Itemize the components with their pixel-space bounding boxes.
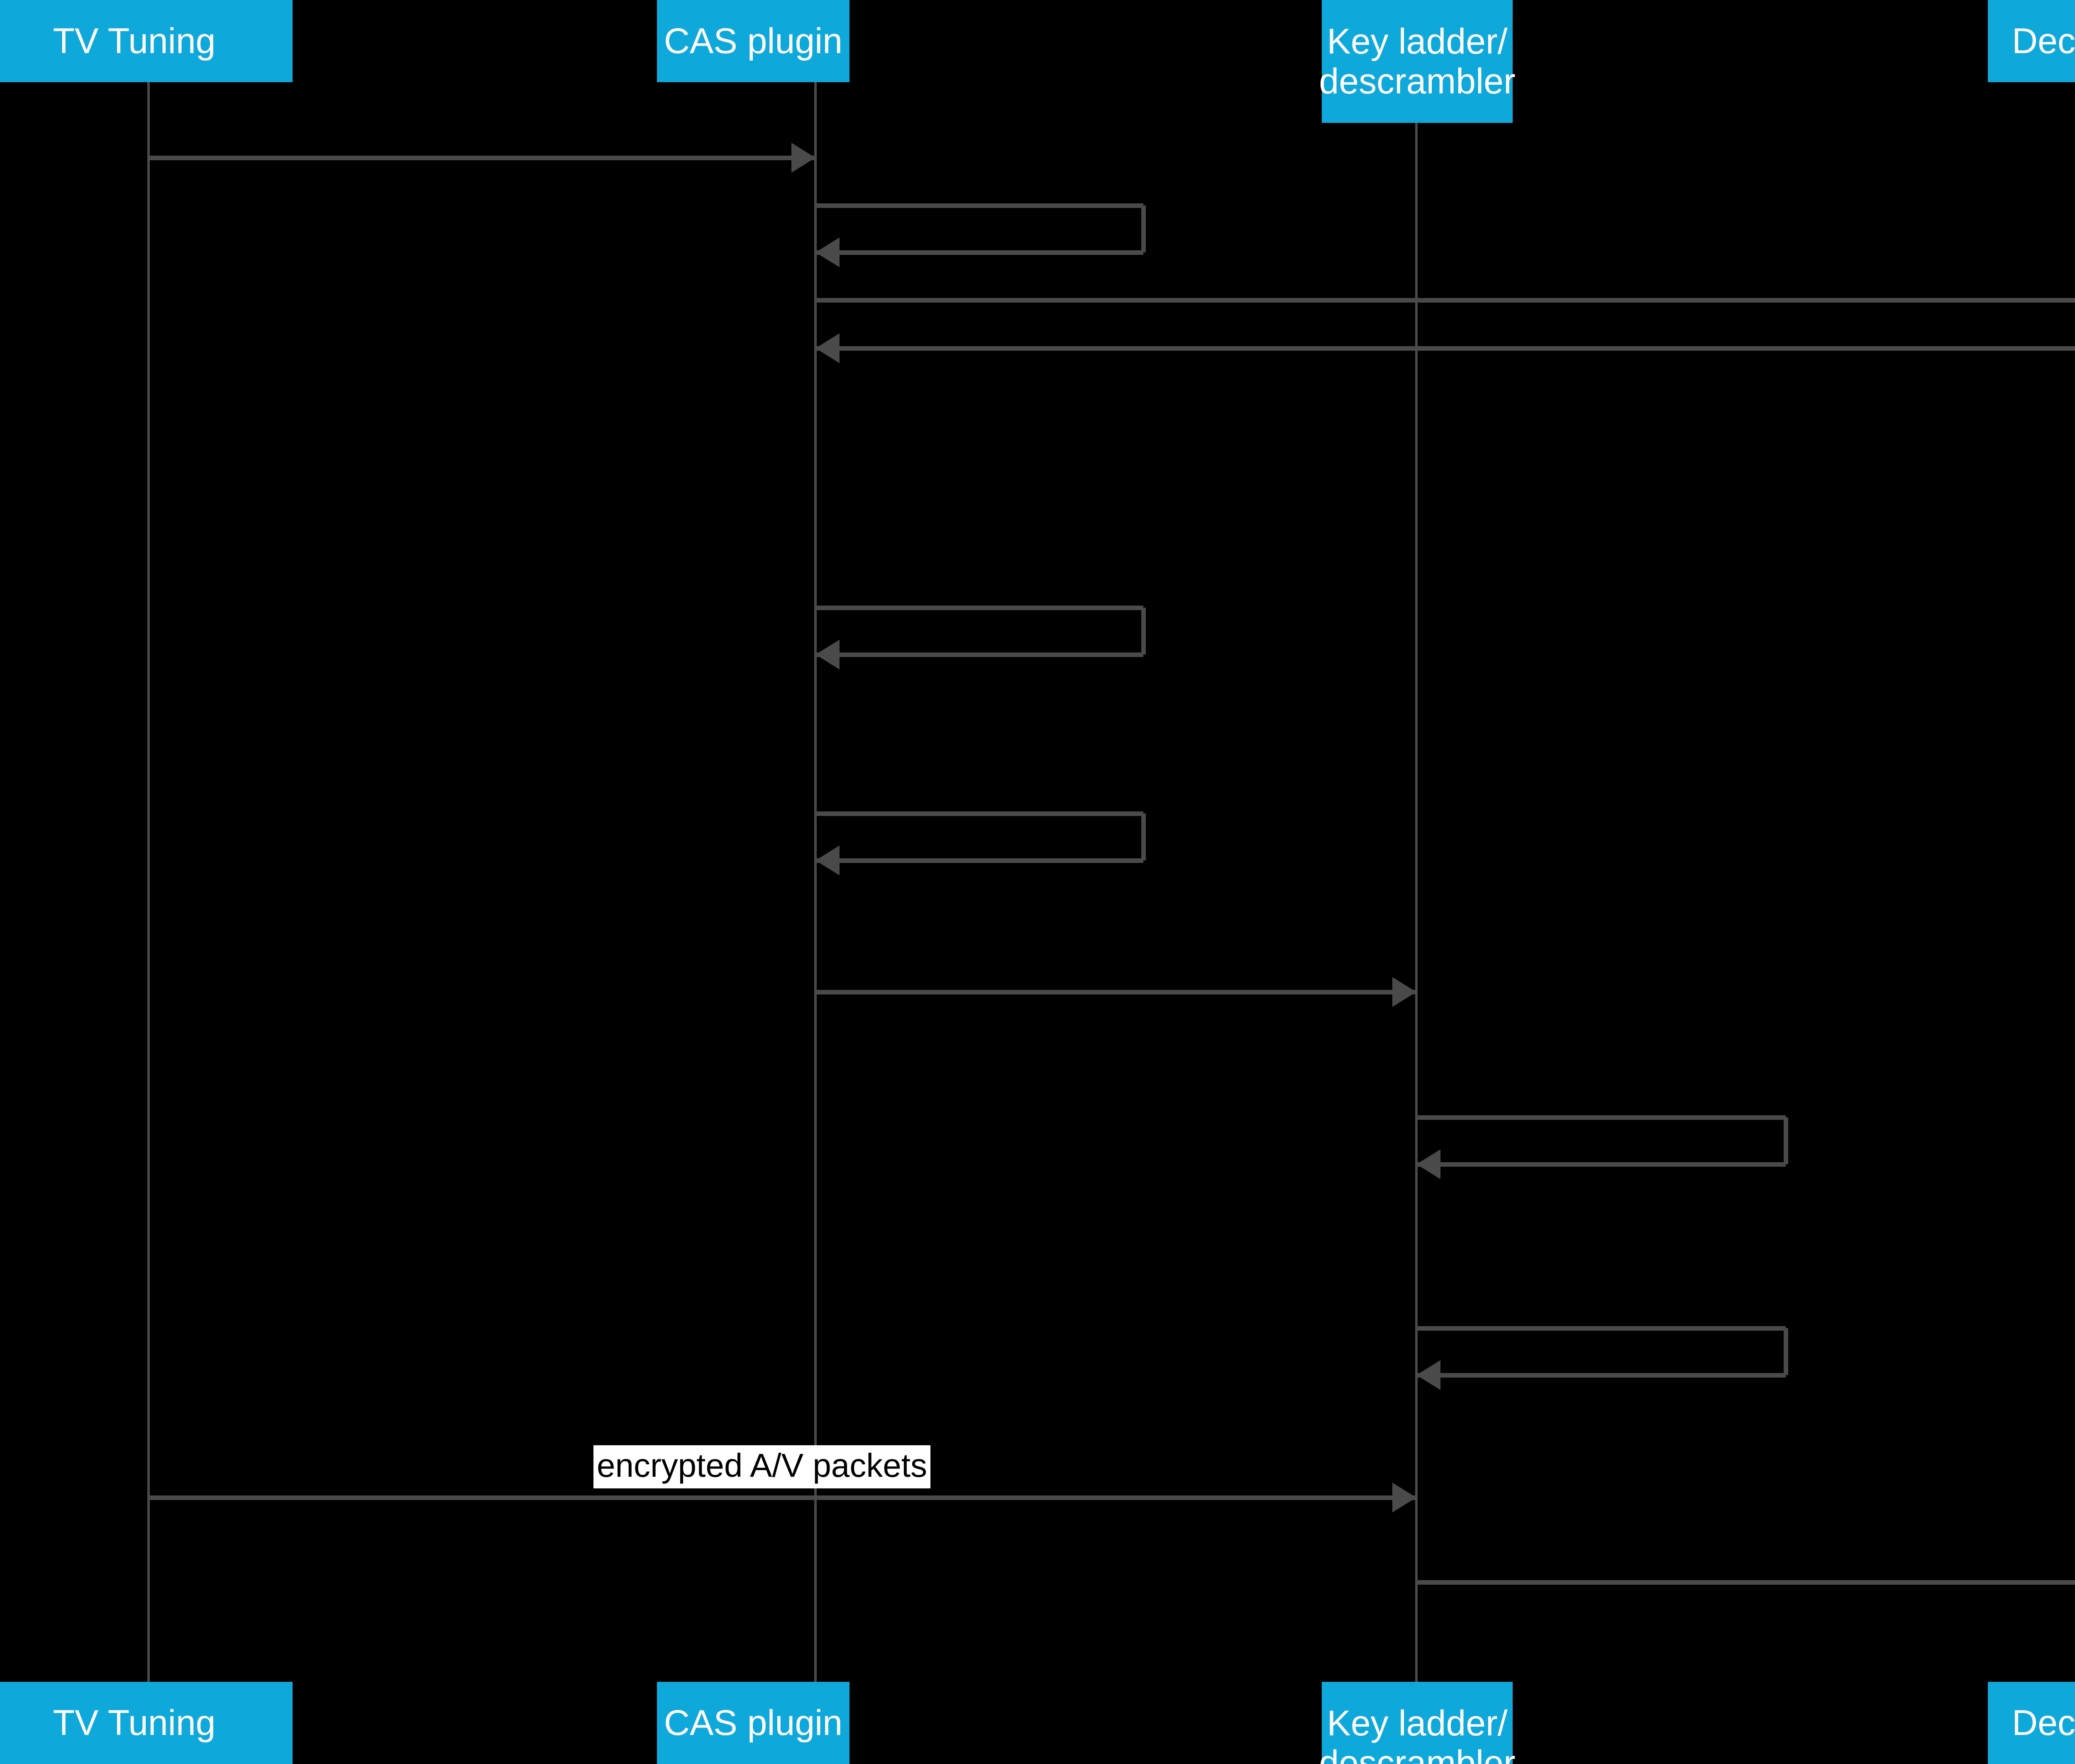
header-actor-box-key-ladder[interactable]: Key ladder/ descrambler — [1319, 0, 1516, 123]
self-message-bottom-m8 — [1416, 1162, 1786, 1167]
message-line-m10 — [149, 1495, 1416, 1500]
footer-actor-box-key-ladder[interactable]: Key ladder/ descrambler — [1319, 1682, 1516, 1764]
header-actor-box-decode-display[interactable]: Decode, display — [1988, 0, 2075, 82]
self-message-bottom-m2 — [815, 250, 1143, 255]
footer-actor-label-cas-plugin: CAS plugin — [664, 1703, 843, 1743]
message-line-m11 — [1416, 1580, 2075, 1585]
footer-actor-box-cas-plugin[interactable]: CAS plugin — [657, 1682, 850, 1764]
self-message-bottom-m9 — [1416, 1373, 1786, 1378]
self-message-top-m9 — [1416, 1326, 1786, 1331]
header-actor-label-key-ladder: Key ladder/ descrambler — [1319, 21, 1516, 101]
self-message-top-m8 — [1416, 1115, 1786, 1120]
message-line-m3 — [815, 298, 2075, 303]
message-label-m10: encrypted A/V packets — [593, 1445, 931, 1488]
message-line-m4 — [815, 346, 2075, 351]
lifeline-tv-tuning — [147, 82, 150, 1682]
message-line-m1 — [149, 155, 815, 160]
lifeline-key-ladder — [1415, 123, 1418, 1682]
footer-actor-label-tv-tuning: TV Tuning — [53, 1703, 216, 1743]
lifeline-cas-plugin — [814, 82, 817, 1682]
self-message-bottom-m6 — [815, 858, 1143, 863]
self-message-side-m9 — [1783, 1328, 1788, 1375]
self-message-top-m6 — [815, 811, 1143, 816]
self-message-bottom-m5 — [815, 652, 1143, 657]
header-actor-box-tv-tuning[interactable]: TV Tuning — [0, 0, 293, 82]
self-message-side-m8 — [1783, 1117, 1788, 1164]
arrowhead-m5 — [815, 640, 840, 669]
self-message-top-m5 — [815, 605, 1143, 610]
header-actor-label-tv-tuning: TV Tuning — [53, 21, 216, 61]
self-message-side-m2 — [1141, 205, 1146, 252]
arrowhead-m1 — [791, 143, 815, 173]
arrowhead-m8 — [1416, 1149, 1440, 1179]
arrowhead-m10 — [1392, 1483, 1416, 1512]
arrowhead-m4 — [815, 333, 840, 363]
footer-actor-label-decode-display: Decode, display — [2012, 1703, 2075, 1743]
header-actor-label-cas-plugin: CAS plugin — [664, 21, 843, 61]
footer-actor-label-key-ladder: Key ladder/ descrambler — [1319, 1703, 1516, 1764]
header-actor-box-cas-plugin[interactable]: CAS plugin — [657, 0, 850, 82]
arrowhead-m6 — [815, 845, 840, 875]
footer-actor-box-tv-tuning[interactable]: TV Tuning — [0, 1682, 293, 1764]
self-message-side-m5 — [1141, 608, 1146, 655]
arrowhead-m7 — [1392, 977, 1416, 1007]
self-message-top-m2 — [815, 203, 1143, 208]
footer-actor-box-decode-display[interactable]: Decode, display — [1988, 1682, 2075, 1764]
self-message-side-m6 — [1141, 814, 1146, 860]
arrowhead-m9 — [1416, 1360, 1440, 1390]
arrowhead-m2 — [815, 237, 840, 267]
header-actor-label-decode-display: Decode, display — [2012, 21, 2075, 61]
message-line-m7 — [815, 990, 1416, 994]
